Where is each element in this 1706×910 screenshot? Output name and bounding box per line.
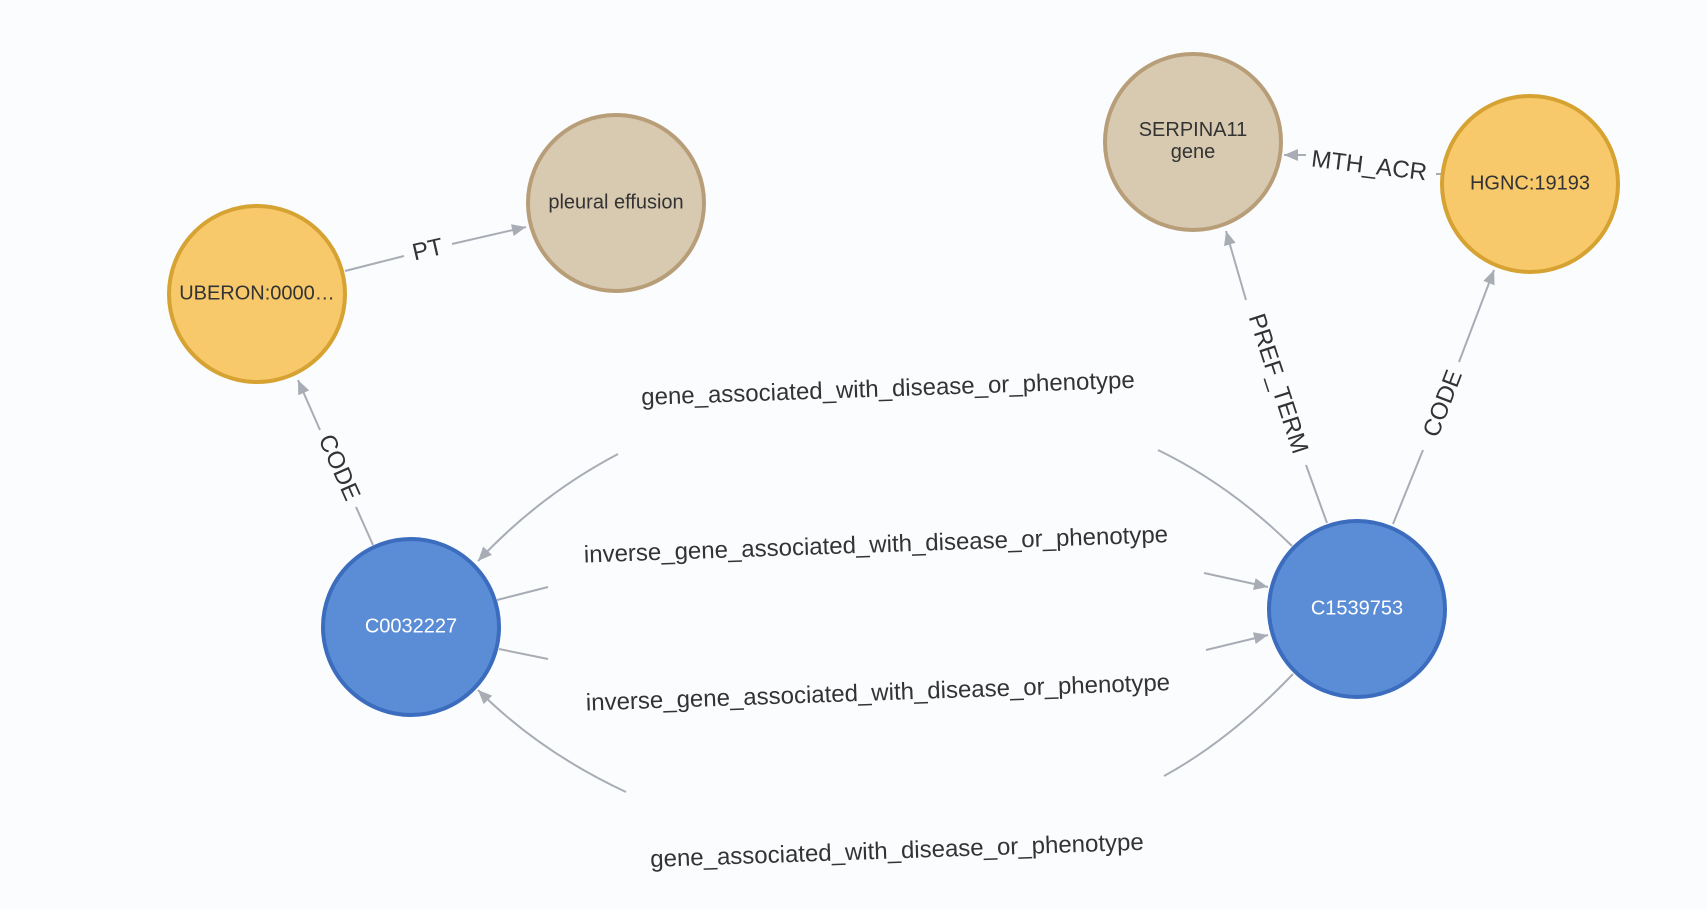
arrow-head-icon <box>298 380 310 396</box>
node-uberon[interactable]: UBERON:0000… <box>167 204 347 384</box>
edge-line <box>496 586 549 601</box>
edge-inverse-top[interactable]: inverse_gene_associated_with_disease_or_… <box>496 521 1269 601</box>
edge-line <box>1305 464 1328 524</box>
arrow-head-icon <box>478 690 493 705</box>
edge-line <box>1157 449 1293 547</box>
node-label-line: SERPINA11 <box>1139 119 1248 141</box>
edge-mth-acr[interactable]: MTH_ACR <box>1284 145 1442 186</box>
arrow-head-icon <box>1284 149 1298 161</box>
edge-label: PT <box>410 233 446 266</box>
node-label: HGNC:19193 <box>1470 172 1590 194</box>
edge-label: inverse_gene_associated_with_disease_or_… <box>583 521 1168 568</box>
edge-line <box>498 648 549 660</box>
edge-pref-term[interactable]: PREF_TERM <box>1220 229 1328 524</box>
edges-layer: PT CODE gene_associated_with_disease_or_ph… <box>293 145 1500 873</box>
arrow-head-icon <box>478 546 492 561</box>
node-c0032227[interactable]: C0032227 <box>321 537 501 717</box>
node-circle[interactable] <box>526 113 706 293</box>
arrow-head-icon <box>1253 632 1268 644</box>
edge-label: CODE <box>1418 366 1468 440</box>
node-label: pleural effusion <box>548 191 683 213</box>
edge-line <box>477 453 619 562</box>
edge-label: gene_associated_with_disease_or_phenotyp… <box>641 367 1135 411</box>
node-label: UBERON:0000… <box>179 282 335 304</box>
arrow-head-icon <box>511 224 526 236</box>
edge-label: inverse_gene_associated_with_disease_or_… <box>585 669 1170 716</box>
edge-line <box>355 506 374 546</box>
node-label: C1539753 <box>1311 597 1403 619</box>
node-circle[interactable] <box>1103 52 1283 232</box>
node-circle[interactable] <box>321 537 501 717</box>
node-label: C0032227 <box>365 615 457 637</box>
node-label-line: gene <box>1171 141 1216 163</box>
arrow-head-icon <box>1253 578 1268 590</box>
node-c1539753[interactable]: C1539753 <box>1267 519 1447 699</box>
edge-line <box>477 689 627 793</box>
edge-inverse-bottom[interactable]: inverse_gene_associated_with_disease_or_… <box>498 629 1269 717</box>
node-circle[interactable] <box>1267 519 1447 699</box>
edge-label: CODE <box>313 430 366 504</box>
node-hgnc[interactable]: HGNC:19193 <box>1440 94 1620 274</box>
edge-code-right[interactable]: CODE <box>1392 268 1500 525</box>
edge-line <box>344 255 405 272</box>
node-pleural[interactable]: pleural effusion <box>526 113 706 293</box>
node-circle[interactable] <box>167 204 347 384</box>
edge-pt[interactable]: PT <box>344 221 527 272</box>
edge-label: PREF_TERM <box>1243 310 1314 457</box>
arrow-head-icon <box>1483 270 1495 286</box>
arrow-head-icon <box>1224 231 1236 247</box>
edge-line <box>1163 673 1294 777</box>
edge-line <box>1458 269 1495 363</box>
edge-code-left[interactable]: CODE <box>293 378 374 546</box>
node-circle[interactable] <box>1440 94 1620 274</box>
edge-label: gene_associated_with_disease_or_phenotyp… <box>650 829 1144 873</box>
edge-label: MTH_ACR <box>1310 145 1428 186</box>
edge-line <box>1392 449 1424 525</box>
